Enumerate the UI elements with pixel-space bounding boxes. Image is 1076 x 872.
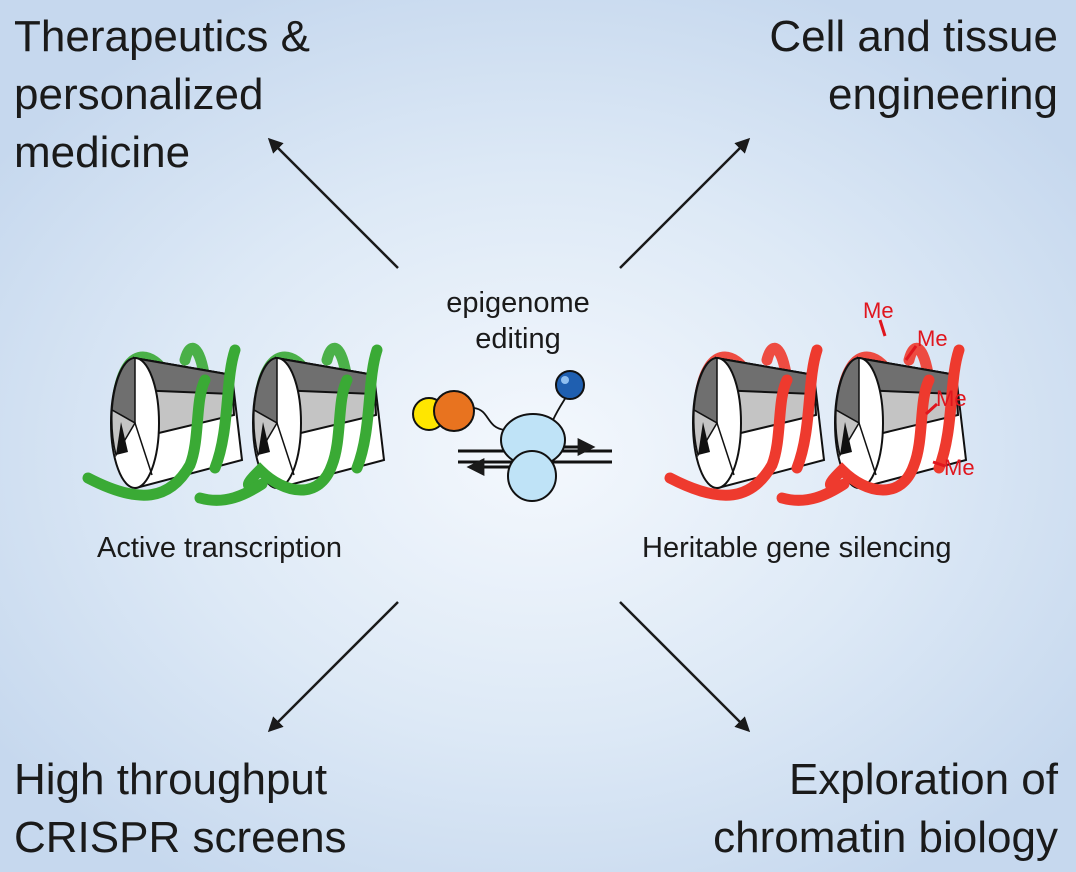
outcome-line: High throughput <box>14 755 328 804</box>
outcome-line: chromatin biology <box>713 813 1058 862</box>
epigenome-editor <box>412 370 612 502</box>
active-chromatin <box>82 343 385 506</box>
effector-orange <box>433 390 475 432</box>
silencing-label: Heritable gene silencing <box>642 532 952 564</box>
center-label-line: editing <box>475 323 561 355</box>
arrow-to-crispr-screens <box>267 601 399 733</box>
outcome-line: medicine <box>14 128 191 177</box>
methyl-mark: Me <box>936 386 967 411</box>
outcome-line: personalized <box>14 70 264 119</box>
methyl-mark: Me <box>944 455 975 480</box>
outcome-line: engineering <box>828 70 1058 119</box>
arrow-to-chromatin-biology <box>619 601 751 733</box>
methyl-mark: Me <box>863 298 894 323</box>
outcome-line: CRISPR screens <box>14 813 347 862</box>
dna-strand-back <box>694 343 935 401</box>
effector-blue <box>555 370 585 400</box>
dna-strand-back <box>112 343 353 401</box>
dna-strand-front <box>664 344 965 501</box>
outcome-crispr-screens: High throughput CRISPR screens <box>14 751 347 867</box>
methyl-mark: Me <box>917 326 948 351</box>
arrow-to-therapeutics <box>267 137 399 269</box>
outcome-chromatin-biology: Exploration of chromatin biology <box>713 751 1058 867</box>
outcome-line: Cell and tissue <box>769 12 1058 61</box>
epigenome-editing-label: epigenome editing <box>0 285 1036 357</box>
dcas9-protein <box>507 450 557 502</box>
active-transcription-label: Active transcription <box>97 532 342 564</box>
outcome-line: Therapeutics & <box>14 12 310 61</box>
outcome-cell-engineering: Cell and tissue engineering <box>769 8 1058 124</box>
arrow-to-cell-engineering <box>619 137 751 269</box>
dna-strand-front <box>82 344 383 501</box>
silenced-chromatin: Me Me Me Me <box>664 298 975 506</box>
linker <box>473 407 506 431</box>
center-label-line: epigenome <box>446 287 590 319</box>
outcome-therapeutics: Therapeutics & personalized medicine <box>14 8 310 182</box>
outcome-line: Exploration of <box>788 755 1058 804</box>
